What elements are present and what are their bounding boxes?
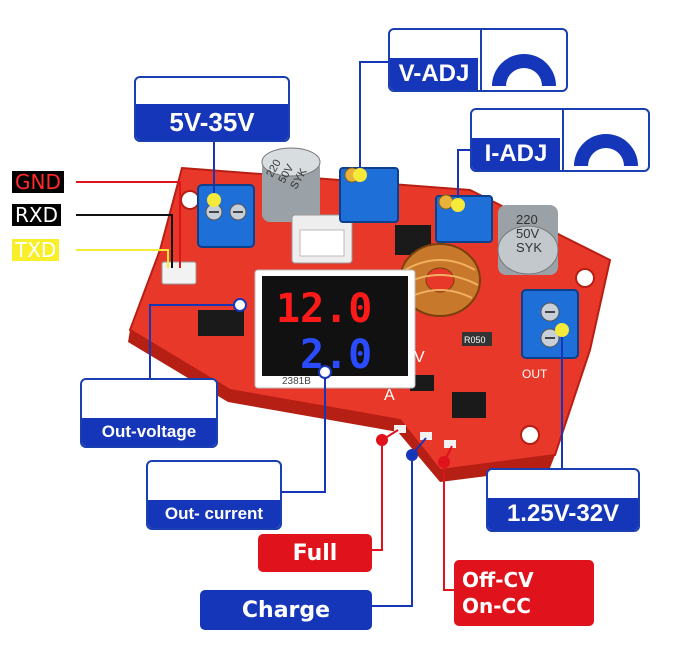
unit-v: V [414,349,425,366]
pin-gnd-label: GND [12,171,64,193]
cap-right-text-1: 220 [516,212,538,227]
i-adj-potentiometer [435,194,493,243]
v-adj-potentiometer [339,167,399,223]
pin-txd-label: TXD [12,239,60,261]
out-voltage-label: Out-voltage [82,418,216,446]
output-range-box: 1.25V-32V [486,468,640,532]
pin-header-connector [291,214,353,264]
v-adj-divider [480,30,482,90]
mounting-hole [180,190,200,210]
i-adj-label: I-ADJ [472,138,560,170]
cap-right-text-3: SYK [516,240,542,255]
current-readout: 2.0 [300,332,372,378]
leader-lines [76,61,563,607]
mounting-hole [520,425,540,445]
charge-tag: Charge [200,590,372,630]
cv-cc-tag: Off-CV On-CC [454,560,594,626]
i-adj-divider [562,110,564,170]
i-adj-box: I-ADJ [470,108,650,172]
out-board-label: OUT [522,367,548,381]
pin-rxd-label: RXD [12,204,61,226]
chip-small [198,310,244,336]
v-adj-knob-icon [492,54,556,86]
capacitor-left: 220 50V SYK [261,147,321,222]
on-cc-label: On-CC [462,594,531,618]
inductor-code: R050 [464,335,486,345]
input-voltage-label: 5V-35V [136,104,288,140]
chip-small [462,332,492,346]
out-voltage-box: Out-voltage [80,378,218,448]
input-terminal [197,184,255,248]
v-adj-label: V-ADJ [390,58,478,90]
out-current-label: Out- current [148,500,280,528]
v-adj-box: V-ADJ [388,28,568,92]
chip-small [410,375,434,391]
status-led [394,425,406,433]
status-led [420,432,432,440]
chip-small [452,392,486,418]
output-terminal [521,289,579,359]
input-voltage-box: 5V-35V [134,76,290,142]
cap-right-text-2: 50V [516,226,539,241]
indicator-dots [207,168,569,468]
led-display: 12.0 2.0 2381B [254,269,416,389]
off-cv-label: Off-CV [462,568,534,592]
status-led [444,440,456,448]
output-range-label: 1.25V-32V [488,498,638,530]
voltage-readout: 12.0 [276,286,372,332]
mounting-hole [575,268,595,288]
unit-a: A [384,387,395,404]
display-code: 2381B [282,376,311,387]
capacitor-right: 220 50V SYK [497,205,559,275]
full-tag: Full [258,534,372,572]
i-adj-knob-icon [574,134,638,166]
pcb-edge [128,330,555,482]
out-current-box: Out- current [146,460,282,530]
